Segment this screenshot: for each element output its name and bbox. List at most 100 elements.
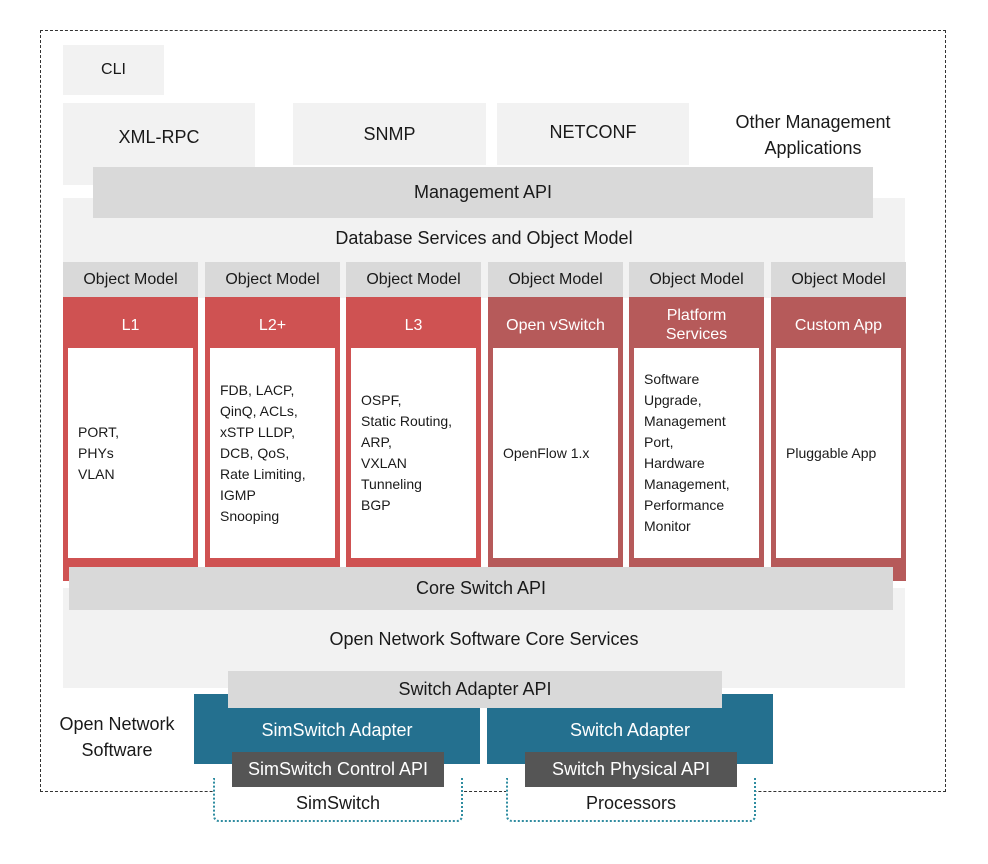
module-name-line: L1 (121, 316, 140, 334)
object-model-label: Object Model (649, 270, 744, 288)
management-api-label: Management API (413, 182, 553, 202)
database-services-title-box: Database Services and Object Model (63, 224, 905, 252)
switch-physical-api-bar: Switch Physical API (525, 752, 737, 787)
module-content: FDB, LACP, QinQ, ACLs, xSTP LLDP, DCB, QoS,… (220, 380, 306, 527)
object-model-label: Object Model (83, 270, 178, 288)
module-content-line: VXLAN (361, 455, 407, 471)
module-header: Custom App (771, 303, 906, 347)
simswitch-control-api-bar: SimSwitch Control API (232, 752, 444, 787)
module-content-line: Management, (644, 476, 730, 492)
module-content-line: DCB, QoS, (220, 444, 290, 461)
core-services-title: Open Network Software Core Services (329, 628, 639, 649)
object-model-box: Object Model (63, 262, 198, 297)
module-content-line: Management (644, 413, 726, 429)
core-switch-api-label: Core Switch API (415, 578, 547, 598)
module-content-line: Monitor (644, 518, 691, 534)
object-model-box: Object Model (488, 262, 623, 297)
simswitch-control-api-label: SimSwitch Control API (247, 759, 429, 779)
management-api-bar: Management API (93, 167, 873, 218)
core-services-title-box: Open Network Software Core Services (63, 624, 905, 654)
cli-box: CLI (63, 45, 164, 95)
switch-physical-api-label: Switch Physical API (551, 759, 711, 779)
object-model-label: Object Model (791, 270, 886, 288)
xml-rpc-label: XML-RPC (118, 126, 200, 147)
module-content-line: Static Routing, (361, 413, 453, 429)
cli-label: CLI (101, 61, 126, 78)
module-content-line: Tunneling (361, 476, 422, 492)
module-name-line: Services (665, 326, 728, 343)
object-model-label: Object Model (225, 270, 320, 288)
module-content-line: PHYs (78, 444, 114, 461)
netconf-label: NETCONF (549, 121, 637, 142)
netconf-box: NETCONF (497, 103, 689, 165)
module-content-line: ARP, (361, 434, 392, 450)
object-model-label: Object Model (366, 270, 461, 288)
object-model-box: Object Model (771, 262, 906, 297)
simswitch-label: SimSwitch (295, 792, 380, 813)
open-network-software-label: Open Network Software (44, 710, 190, 764)
module-content: OpenFlow 1.x (503, 443, 589, 464)
module-content-line: Pluggable App (786, 444, 877, 461)
module-column: L2+ FDB, LACP, QinQ, ACLs, xSTP LLDP, DCB, Q… (205, 297, 340, 581)
object-model-label: Object Model (508, 270, 603, 288)
open-network-software-boundary (40, 30, 946, 792)
module-content-line: IGMP (220, 486, 256, 503)
module-name-line: Platform (666, 307, 727, 324)
other-management-applications: Other Management Applications (703, 108, 923, 162)
module-content-line: QinQ, ACLs, (220, 402, 298, 419)
module-content-box: Pluggable App (776, 348, 901, 558)
core-switch-api-bar: Core Switch API (69, 567, 893, 610)
module-content-line: Hardware (644, 455, 705, 471)
module-name-line: Custom App (794, 316, 883, 334)
module-header: Open vSwitch (488, 303, 623, 347)
snmp-label: SNMP (363, 123, 416, 144)
open-network-software-line1: Open Network (59, 714, 175, 734)
module-content-line: Rate Limiting, (220, 465, 306, 482)
switch-adapter-api-label: Switch Adapter API (398, 679, 552, 699)
module-header: L2+ (205, 303, 340, 347)
module-name-line: L3 (404, 316, 423, 334)
module-content: Pluggable App (786, 443, 876, 464)
snmp-box: SNMP (293, 103, 486, 165)
switch-adapter-api-bar: Switch Adapter API (228, 671, 722, 708)
module-content-line: VLAN (78, 465, 115, 482)
object-model-box: Object Model (629, 262, 764, 297)
module-content-line: BGP (361, 497, 391, 513)
other-apps-line1: Other Management (735, 112, 891, 132)
module-header: L3 (346, 303, 481, 347)
module-name-line: Open vSwitch (506, 316, 605, 334)
module-content-line: xSTP LLDP, (220, 423, 295, 440)
module-content-line: PORT, (78, 423, 119, 440)
module-name-line: L2+ (258, 316, 287, 334)
module-content-box: FDB, LACP, QinQ, ACLs, xSTP LLDP, DCB, QoS,… (210, 348, 335, 558)
open-network-software-line2: Software (81, 740, 153, 760)
module-content-line: Performance (644, 497, 725, 513)
object-model-box: Object Model (205, 262, 340, 297)
module-content-line: FDB, LACP, (220, 381, 295, 398)
simswitch-adapter-label: SimSwitch Adapter (261, 719, 413, 740)
module-content-line: Port, (644, 434, 674, 450)
other-apps-line2: Applications (764, 138, 862, 158)
object-model-box: Object Model (346, 262, 481, 297)
module-content-box: OpenFlow 1.x (493, 348, 618, 558)
module-content-line: OSPF, (361, 392, 402, 408)
processors-label: Processors (585, 792, 677, 813)
module-content-line: Snooping (220, 507, 280, 524)
module-header: L1 (63, 303, 198, 347)
switch-adapter-label: Switch Adapter (569, 719, 691, 740)
database-services-title: Database Services and Object Model (335, 227, 633, 248)
module-content-line: OpenFlow 1.x (503, 444, 590, 461)
module-content-line: Software (644, 371, 700, 387)
